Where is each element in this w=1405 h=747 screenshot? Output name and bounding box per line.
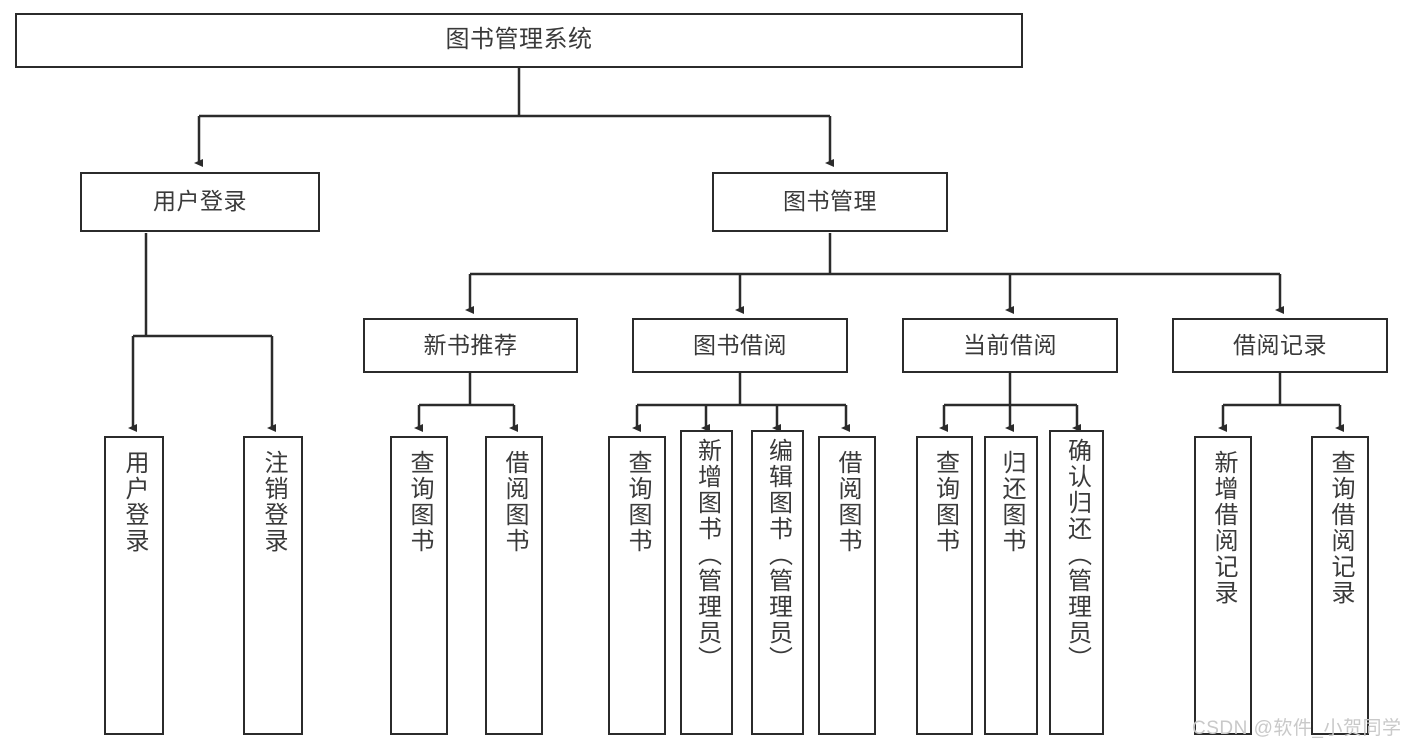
node-book-management-label: 图书管理 bbox=[783, 188, 877, 215]
leaf-new-book-query-label: 查询图书 bbox=[406, 450, 433, 554]
node-root[interactable]: 图书管理系统 bbox=[15, 13, 1023, 68]
leaf-current-return-book[interactable]: 归还图书 bbox=[984, 436, 1038, 735]
leaf-user-login-login-label: 用户登录 bbox=[121, 450, 148, 554]
leaf-new-book-query[interactable]: 查询图书 bbox=[390, 436, 448, 735]
leaf-borrow-query-book-label: 查询图书 bbox=[624, 450, 651, 554]
leaf-user-login-logout[interactable]: 注销登录 bbox=[243, 436, 303, 735]
leaf-user-login-logout-label: 注销登录 bbox=[260, 450, 287, 554]
csdn-watermark: CSDN @软件_小贺同学 bbox=[1192, 718, 1402, 739]
leaf-new-book-borrow-label: 借阅图书 bbox=[501, 450, 528, 554]
leaf-borrow-add-book[interactable]: 新增图书（管理员） bbox=[680, 430, 733, 735]
node-current-borrow-label: 当前借阅 bbox=[963, 331, 1057, 358]
node-new-book-recommend[interactable]: 新书推荐 bbox=[363, 318, 578, 373]
leaf-current-confirm-return[interactable]: 确认归还（管理员） bbox=[1049, 430, 1104, 735]
leaf-user-login-login[interactable]: 用户登录 bbox=[104, 436, 164, 735]
leaf-current-return-book-label: 归还图书 bbox=[998, 450, 1025, 554]
node-current-borrow[interactable]: 当前借阅 bbox=[902, 318, 1118, 373]
leaf-borrow-edit-book-label: 编辑图书（管理员） bbox=[764, 438, 792, 672]
leaf-current-query-book[interactable]: 查询图书 bbox=[916, 436, 973, 735]
node-book-borrow-label: 图书借阅 bbox=[693, 331, 787, 358]
leaf-borrow-add-book-label: 新增图书（管理员） bbox=[693, 438, 721, 672]
node-root-label: 图书管理系统 bbox=[445, 26, 593, 54]
node-book-borrow[interactable]: 图书借阅 bbox=[632, 318, 848, 373]
node-borrow-record-label: 借阅记录 bbox=[1233, 331, 1327, 358]
node-borrow-record[interactable]: 借阅记录 bbox=[1172, 318, 1388, 373]
leaf-record-add-label: 新增借阅记录 bbox=[1210, 450, 1237, 606]
leaf-borrow-borrow-book[interactable]: 借阅图书 bbox=[818, 436, 876, 735]
leaf-record-query-label: 查询借阅记录 bbox=[1327, 450, 1354, 606]
node-user-login-label: 用户登录 bbox=[153, 188, 247, 215]
node-user-login[interactable]: 用户登录 bbox=[80, 172, 320, 232]
leaf-current-query-book-label: 查询图书 bbox=[931, 450, 959, 554]
node-new-book-recommend-label: 新书推荐 bbox=[423, 331, 518, 358]
leaf-new-book-borrow[interactable]: 借阅图书 bbox=[485, 436, 543, 735]
leaf-record-query[interactable]: 查询借阅记录 bbox=[1311, 436, 1369, 735]
node-book-management[interactable]: 图书管理 bbox=[712, 172, 948, 232]
leaf-record-add[interactable]: 新增借阅记录 bbox=[1194, 436, 1252, 735]
leaf-borrow-edit-book[interactable]: 编辑图书（管理员） bbox=[751, 430, 804, 735]
leaf-borrow-query-book[interactable]: 查询图书 bbox=[608, 436, 666, 735]
leaf-current-confirm-return-label: 确认归还（管理员） bbox=[1063, 438, 1091, 672]
leaf-borrow-borrow-book-label: 借阅图书 bbox=[834, 450, 861, 554]
